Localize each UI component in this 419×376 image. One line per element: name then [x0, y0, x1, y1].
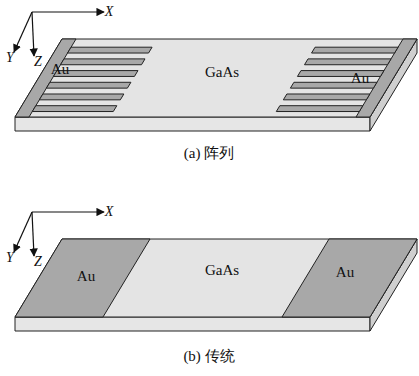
- au-electrode: [15, 239, 150, 317]
- au-finger: [276, 106, 363, 112]
- substrate-front: [15, 317, 370, 331]
- material-label: Au: [51, 62, 69, 77]
- axis: Z: [34, 255, 42, 269]
- axis-arrow: [32, 12, 34, 56]
- substrate-front: [15, 117, 370, 131]
- au-finger: [312, 47, 399, 53]
- gaas-surface: [15, 239, 417, 317]
- caption-label: (b) 传统: [183, 349, 234, 364]
- caption-label: (a) 阵列: [184, 146, 234, 161]
- axis-arrow: [32, 11, 104, 12]
- axis: X: [105, 205, 114, 219]
- au-finger: [283, 94, 370, 100]
- gaas-surface: [15, 39, 417, 117]
- au-finger: [304, 59, 391, 65]
- material-label: GaAs: [205, 65, 239, 80]
- au-finger: [46, 82, 131, 88]
- material-label: Au: [336, 265, 354, 280]
- axis: Y: [6, 251, 14, 265]
- material-label: Au: [77, 269, 95, 284]
- au-finger: [32, 106, 117, 112]
- material-label: Au: [351, 71, 369, 86]
- axis-arrow: [32, 211, 104, 212]
- axis-arrow: [14, 212, 32, 252]
- axis: Y: [6, 51, 14, 65]
- axis: Z: [34, 55, 42, 69]
- au-finger: [60, 59, 145, 65]
- material-label: GaAs: [205, 263, 239, 278]
- axis-arrow: [14, 12, 32, 52]
- au-finger: [68, 47, 153, 53]
- au-electrode: [282, 239, 417, 317]
- au-finger: [297, 71, 384, 77]
- axis: X: [105, 5, 114, 19]
- axis-arrow: [32, 212, 34, 256]
- au-finger: [39, 94, 124, 100]
